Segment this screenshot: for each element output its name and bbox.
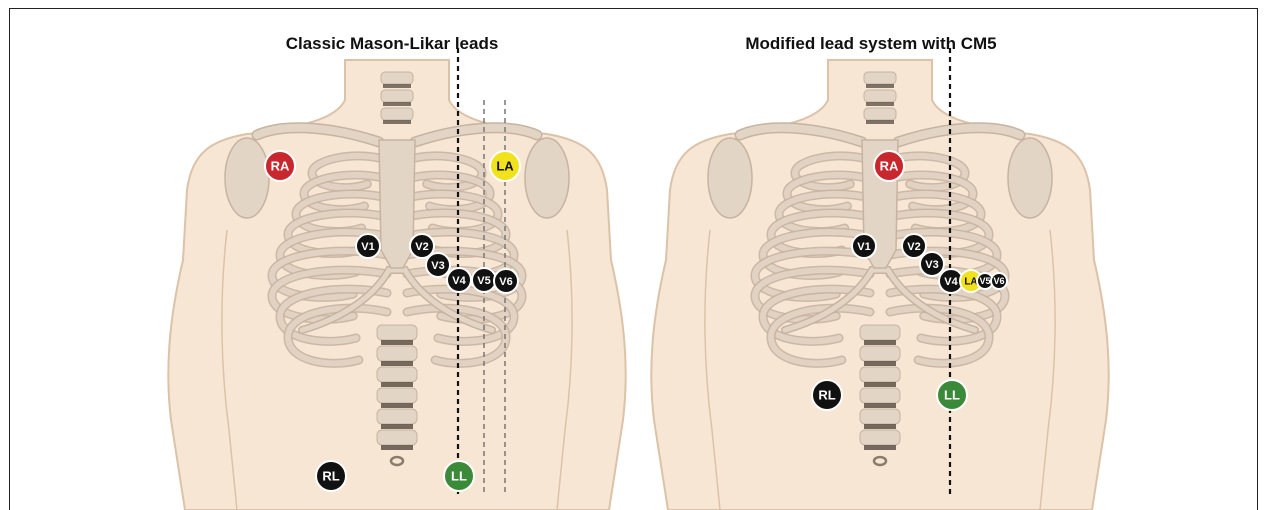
electrode-v2: V2 bbox=[410, 234, 434, 258]
electrode-v1: V1 bbox=[852, 234, 876, 258]
electrode-ra: RA bbox=[265, 151, 295, 181]
electrode-label-ra: RA bbox=[271, 159, 290, 174]
electrode-v3: V3 bbox=[920, 252, 944, 276]
electrode-ll: LL bbox=[444, 461, 474, 491]
electrode-rl: RL bbox=[812, 380, 842, 410]
electrode-label-v4: V4 bbox=[944, 276, 958, 288]
electrode-la: LA bbox=[490, 151, 520, 181]
electrode-label-ra: RA bbox=[880, 159, 899, 174]
electrode-label-rl: RL bbox=[322, 469, 339, 484]
electrode-v5: V5 bbox=[472, 268, 496, 292]
panel-title-classic: Classic Mason-Likar leads bbox=[286, 34, 499, 54]
electrode-v6: V6 bbox=[991, 273, 1007, 289]
electrode-v2: V2 bbox=[902, 234, 926, 258]
electrode-label-v2: V2 bbox=[907, 241, 920, 253]
electrode-v6: V6 bbox=[494, 269, 518, 293]
electrode-label-v1: V1 bbox=[361, 241, 374, 253]
electrode-label-la: LA bbox=[496, 159, 514, 174]
electrode-label-v5: V5 bbox=[477, 275, 490, 287]
electrode-v3: V3 bbox=[426, 253, 450, 277]
electrode-ll: LL bbox=[937, 380, 967, 410]
electrode-label-v6: V6 bbox=[993, 276, 1004, 286]
electrode-label-rl: RL bbox=[818, 388, 835, 403]
electrode-label-v5: V5 bbox=[979, 276, 990, 286]
panel-title-modified: Modified lead system with CM5 bbox=[745, 34, 996, 54]
electrode-v4: V4 bbox=[447, 268, 471, 292]
electrode-label-v4: V4 bbox=[452, 275, 466, 287]
electrode-v1: V1 bbox=[356, 234, 380, 258]
electrode-label-ll: LL bbox=[944, 388, 960, 403]
electrode-label-v6: V6 bbox=[499, 276, 512, 288]
electrode-label-v1: V1 bbox=[857, 241, 870, 253]
electrode-label-v3: V3 bbox=[431, 260, 444, 272]
electrode-label-v3: V3 bbox=[925, 259, 938, 271]
electrode-ra: RA bbox=[874, 151, 904, 181]
electrode-label-la: LA bbox=[964, 277, 977, 288]
electrode-label-v2: V2 bbox=[415, 241, 428, 253]
electrode-label-ll: LL bbox=[451, 469, 467, 484]
electrode-rl: RL bbox=[316, 461, 346, 491]
